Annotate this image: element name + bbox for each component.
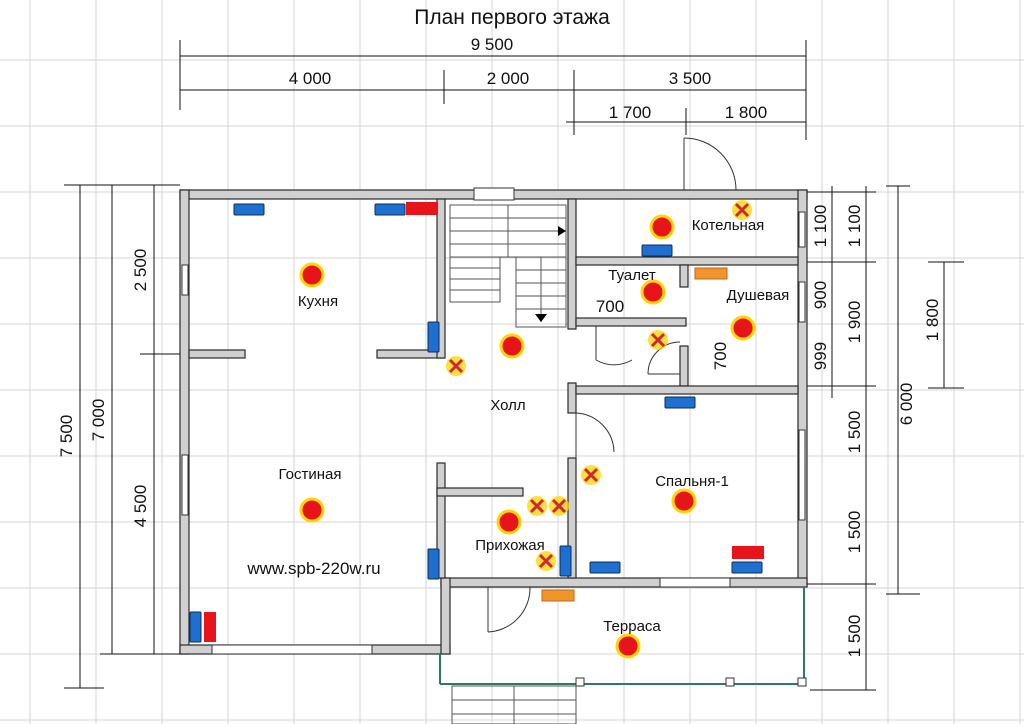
room-label-terrace: Терраса [603, 618, 661, 635]
lamp-icon [496, 509, 522, 535]
vent [694, 267, 728, 280]
radiator [664, 396, 696, 409]
lamp-icon [615, 633, 641, 659]
light-switches [446, 200, 752, 571]
dim-top-e: 1 800 [725, 103, 768, 122]
radiator [427, 321, 440, 353]
lamp-icon [299, 497, 325, 523]
switch-icon [581, 465, 601, 485]
dim-top-c: 3 500 [669, 69, 712, 88]
dim-left-inner: 7 000 [89, 399, 108, 442]
dim-top-b: 2 000 [487, 69, 530, 88]
room-label-shower: Душевая [727, 287, 790, 304]
radiator [427, 548, 440, 580]
windows [181, 187, 806, 655]
left-dimensions: 7 500 7 000 2 500 4 500 [57, 184, 180, 689]
lamp-icon [730, 315, 756, 341]
dim-right-d: 1 900 [845, 301, 864, 344]
door-width-toilet: 700 [596, 297, 624, 316]
dim-left-total: 7 500 [57, 415, 76, 458]
dim-left-a: 2 500 [131, 249, 150, 292]
radiator [589, 561, 621, 574]
lamp-icon [640, 279, 666, 305]
top-dimensions: 9 500 4 000 2 000 3 500 1 700 1 800 [179, 35, 807, 140]
dim-right-g: 1 500 [845, 411, 864, 454]
radiator [233, 203, 265, 216]
heater [732, 546, 764, 559]
dim-right-f: 1 800 [923, 299, 942, 342]
interior-stairs [449, 204, 567, 328]
dim-right-i: 1 500 [845, 615, 864, 658]
dim-top-d: 1 700 [609, 103, 652, 122]
dim-left-b: 4 500 [131, 485, 150, 528]
lamp-icon [499, 333, 525, 359]
room-label-hall: Холл [490, 397, 525, 414]
plan-title: План первого этажа [414, 6, 610, 29]
heater [204, 612, 216, 642]
radiators [189, 203, 763, 643]
heaters [204, 202, 764, 642]
lamp-icon [299, 262, 325, 288]
radiator [731, 561, 763, 574]
heater [406, 202, 438, 215]
room-label-kitchen: Кухня [298, 293, 338, 310]
switch-icon [536, 551, 556, 571]
door-swings [487, 137, 737, 633]
room-label-bedroom: Спальня-1 [655, 473, 729, 490]
room-label-boiler: Котельная [692, 217, 765, 234]
site-watermark: www.spb-220w.ru [246, 559, 380, 578]
door-width-shower: 700 [711, 342, 730, 370]
dim-right-b: 1 100 [845, 205, 864, 248]
dim-right-total: 6 000 [897, 383, 916, 426]
dim-right-a: 1 100 [811, 205, 830, 248]
right-dimensions: 1 100 1 100 900 1 900 999 1 800 1 500 1 … [806, 185, 964, 691]
switch-icon [446, 356, 466, 376]
vent [541, 589, 575, 602]
dim-right-e: 999 [811, 342, 830, 370]
switch-icon [648, 330, 668, 350]
vents [541, 267, 728, 602]
room-label-entry: Прихожая [475, 537, 545, 554]
radiator [374, 203, 406, 216]
entrance-steps [451, 685, 577, 724]
switch-icon [527, 496, 547, 516]
radiator [559, 545, 572, 577]
room-label-living: Гостиная [279, 466, 342, 483]
lamp-icon [649, 214, 675, 240]
radiator [641, 244, 673, 257]
lamp-icon [671, 488, 697, 514]
terrace-railing [439, 587, 807, 687]
switch-icon [732, 200, 752, 220]
dim-top-total: 9 500 [471, 35, 514, 54]
dim-top-a: 4 000 [289, 69, 332, 88]
ceiling-lights [299, 214, 756, 659]
switch-icon [549, 496, 569, 516]
dim-right-c: 900 [811, 281, 830, 309]
dim-right-h: 1 500 [845, 511, 864, 554]
radiator [189, 611, 202, 643]
room-labels: Кухня Гостиная Холл Котельная Туалет Душ… [279, 217, 790, 635]
room-label-toilet: Туалет [608, 267, 656, 284]
